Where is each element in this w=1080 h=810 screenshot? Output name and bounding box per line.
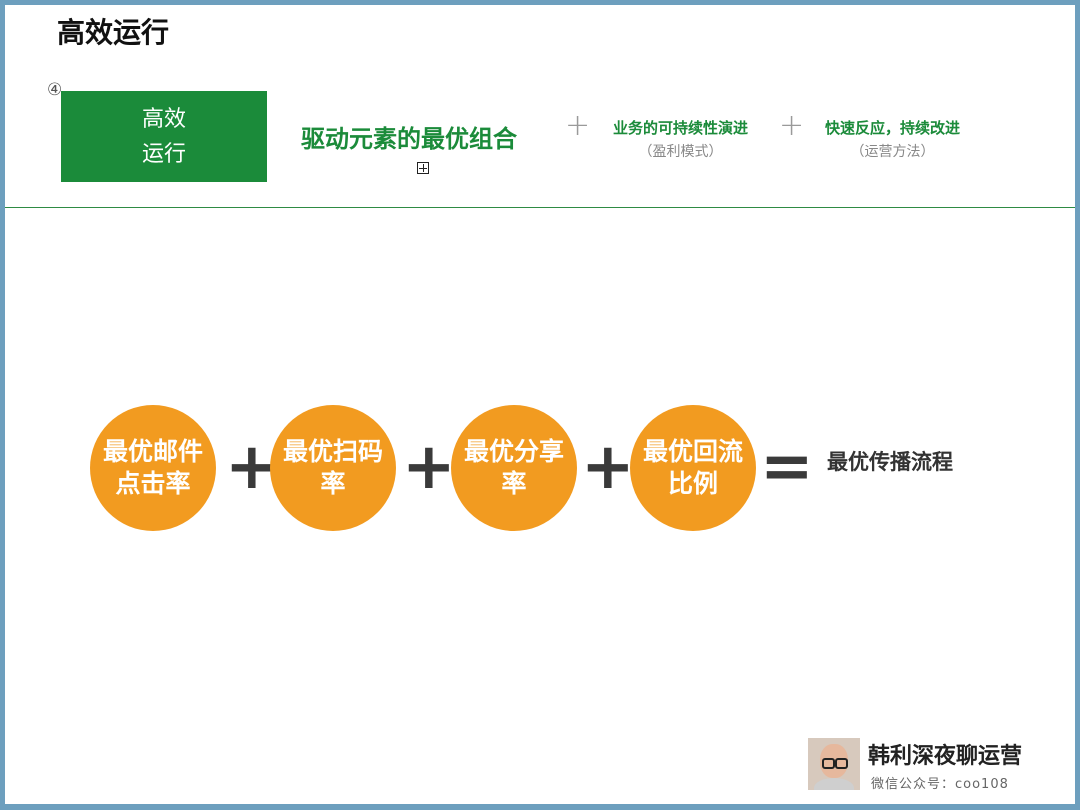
quick-response-item: 快速反应，持续改进 （运营方法）: [825, 117, 960, 161]
plus-sign: +: [565, 108, 591, 143]
avatar: [808, 738, 860, 790]
plus-operator: +: [581, 430, 635, 504]
term-email-click-rate: 最优邮件点击率: [90, 405, 216, 531]
brand-name: 韩利深夜聊运营: [868, 744, 1023, 769]
wechat-id: 微信公众号：coo108: [871, 777, 1009, 792]
step-number: ④: [47, 80, 63, 100]
business-evolution-note: （盈利模式）: [638, 144, 723, 160]
term-label: 最优回流比例: [643, 437, 744, 498]
term-label: 最优邮件点击率: [103, 437, 204, 498]
slide: 高效运行 ④ 高效 运行 驱动元素的最优组合 + 业务的可持续性演进 （盈利模式…: [5, 5, 1075, 804]
equals-operator: =: [760, 430, 814, 504]
term-return-ratio: 最优回流比例: [630, 405, 756, 531]
divider: [5, 207, 1075, 208]
box-line-2: 运行: [141, 141, 186, 167]
quick-response-note: （运营方法）: [850, 144, 935, 160]
business-evolution-label: 业务的可持续性演进: [613, 119, 749, 137]
expand-icon[interactable]: [417, 162, 429, 174]
term-label: 最优分享率: [464, 437, 565, 498]
plus-operator: +: [402, 430, 456, 504]
efficiency-box: 高效 运行: [61, 91, 267, 182]
term-scan-rate: 最优扫码率: [270, 405, 396, 531]
box-line-1: 高效: [141, 106, 186, 132]
term-share-rate: 最优分享率: [451, 405, 577, 531]
avatar-body: [814, 778, 854, 790]
glasses-icon: [835, 758, 848, 769]
business-evolution-item: 业务的可持续性演进 （盈利模式）: [613, 117, 748, 161]
slide-title: 高效运行: [57, 16, 170, 49]
result-label: 最优传播流程: [827, 450, 953, 474]
quick-response-label: 快速反应，持续改进: [825, 119, 961, 137]
glasses-icon: [822, 758, 835, 769]
driver-text: 驱动元素的最优组合: [301, 125, 517, 153]
term-label: 最优扫码率: [283, 437, 384, 498]
plus-sign: +: [779, 108, 805, 143]
plus-operator: +: [225, 430, 279, 504]
